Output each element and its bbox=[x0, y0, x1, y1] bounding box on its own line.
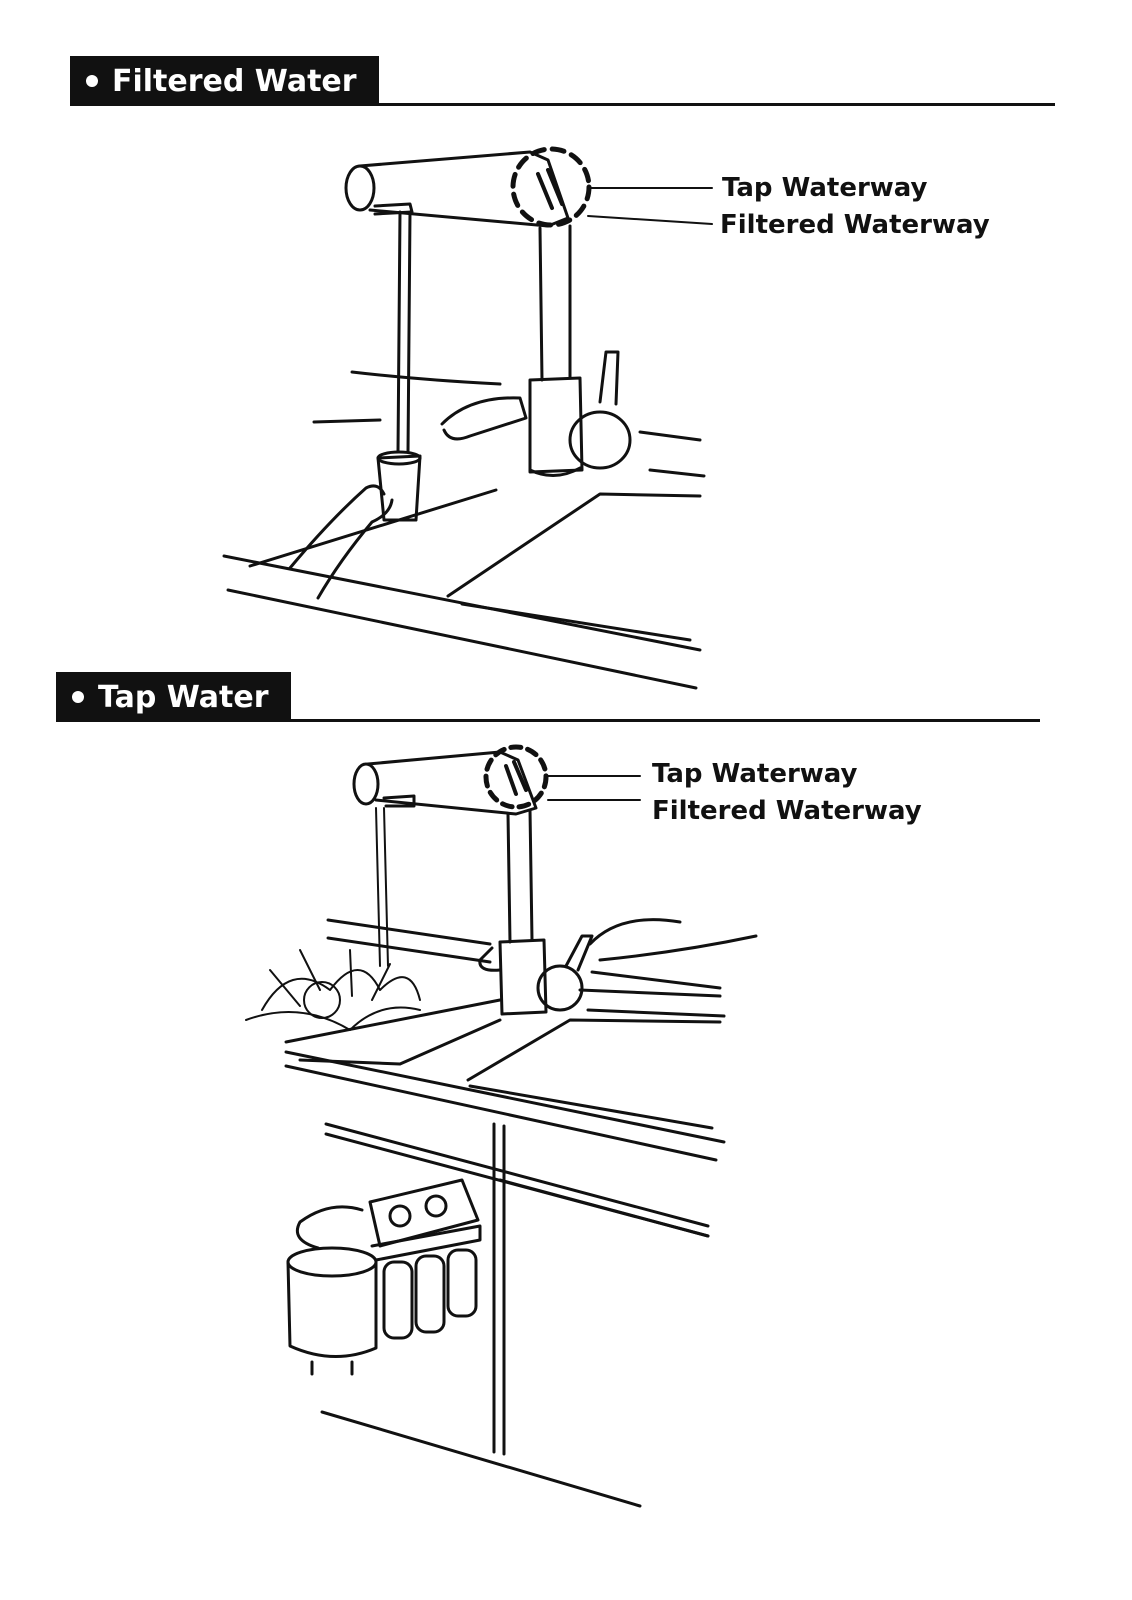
waterway-highlight-circle bbox=[483, 744, 549, 810]
faucet-spout bbox=[352, 750, 538, 816]
countertop bbox=[222, 430, 706, 690]
section-title: Filtered Water bbox=[112, 63, 357, 99]
header-rule bbox=[290, 719, 1040, 722]
callout-tap-waterway: Tap Waterway bbox=[652, 759, 858, 789]
tap-water-illustration bbox=[245, 744, 758, 1508]
bullet-icon bbox=[72, 691, 84, 703]
section-title-box: Tap Water bbox=[56, 672, 291, 722]
callout-tap-waterway: Tap Waterway bbox=[722, 173, 928, 203]
bullet-icon bbox=[86, 75, 98, 87]
callout-filtered-waterway: Filtered Waterway bbox=[720, 210, 990, 240]
glass bbox=[376, 450, 422, 522]
waterway-highlight-circle bbox=[510, 146, 592, 228]
callout-filtered-waterway: Filtered Waterway bbox=[652, 796, 922, 826]
section-header-tap-water: Tap Water bbox=[56, 672, 1040, 722]
faucet-spout bbox=[344, 150, 570, 228]
cabinet bbox=[320, 1122, 710, 1508]
faucet-body bbox=[478, 808, 594, 1016]
countertop bbox=[284, 918, 726, 1162]
section-title: Tap Water bbox=[98, 679, 269, 715]
section-header-filtered-water: Filtered Water bbox=[70, 56, 1055, 106]
filtered-water-illustration bbox=[222, 146, 713, 690]
section-title-box: Filtered Water bbox=[70, 56, 379, 106]
faucet-body bbox=[528, 224, 632, 477]
vegetables bbox=[245, 949, 421, 1031]
header-rule bbox=[378, 103, 1055, 106]
ro-filter-system bbox=[286, 1178, 482, 1376]
